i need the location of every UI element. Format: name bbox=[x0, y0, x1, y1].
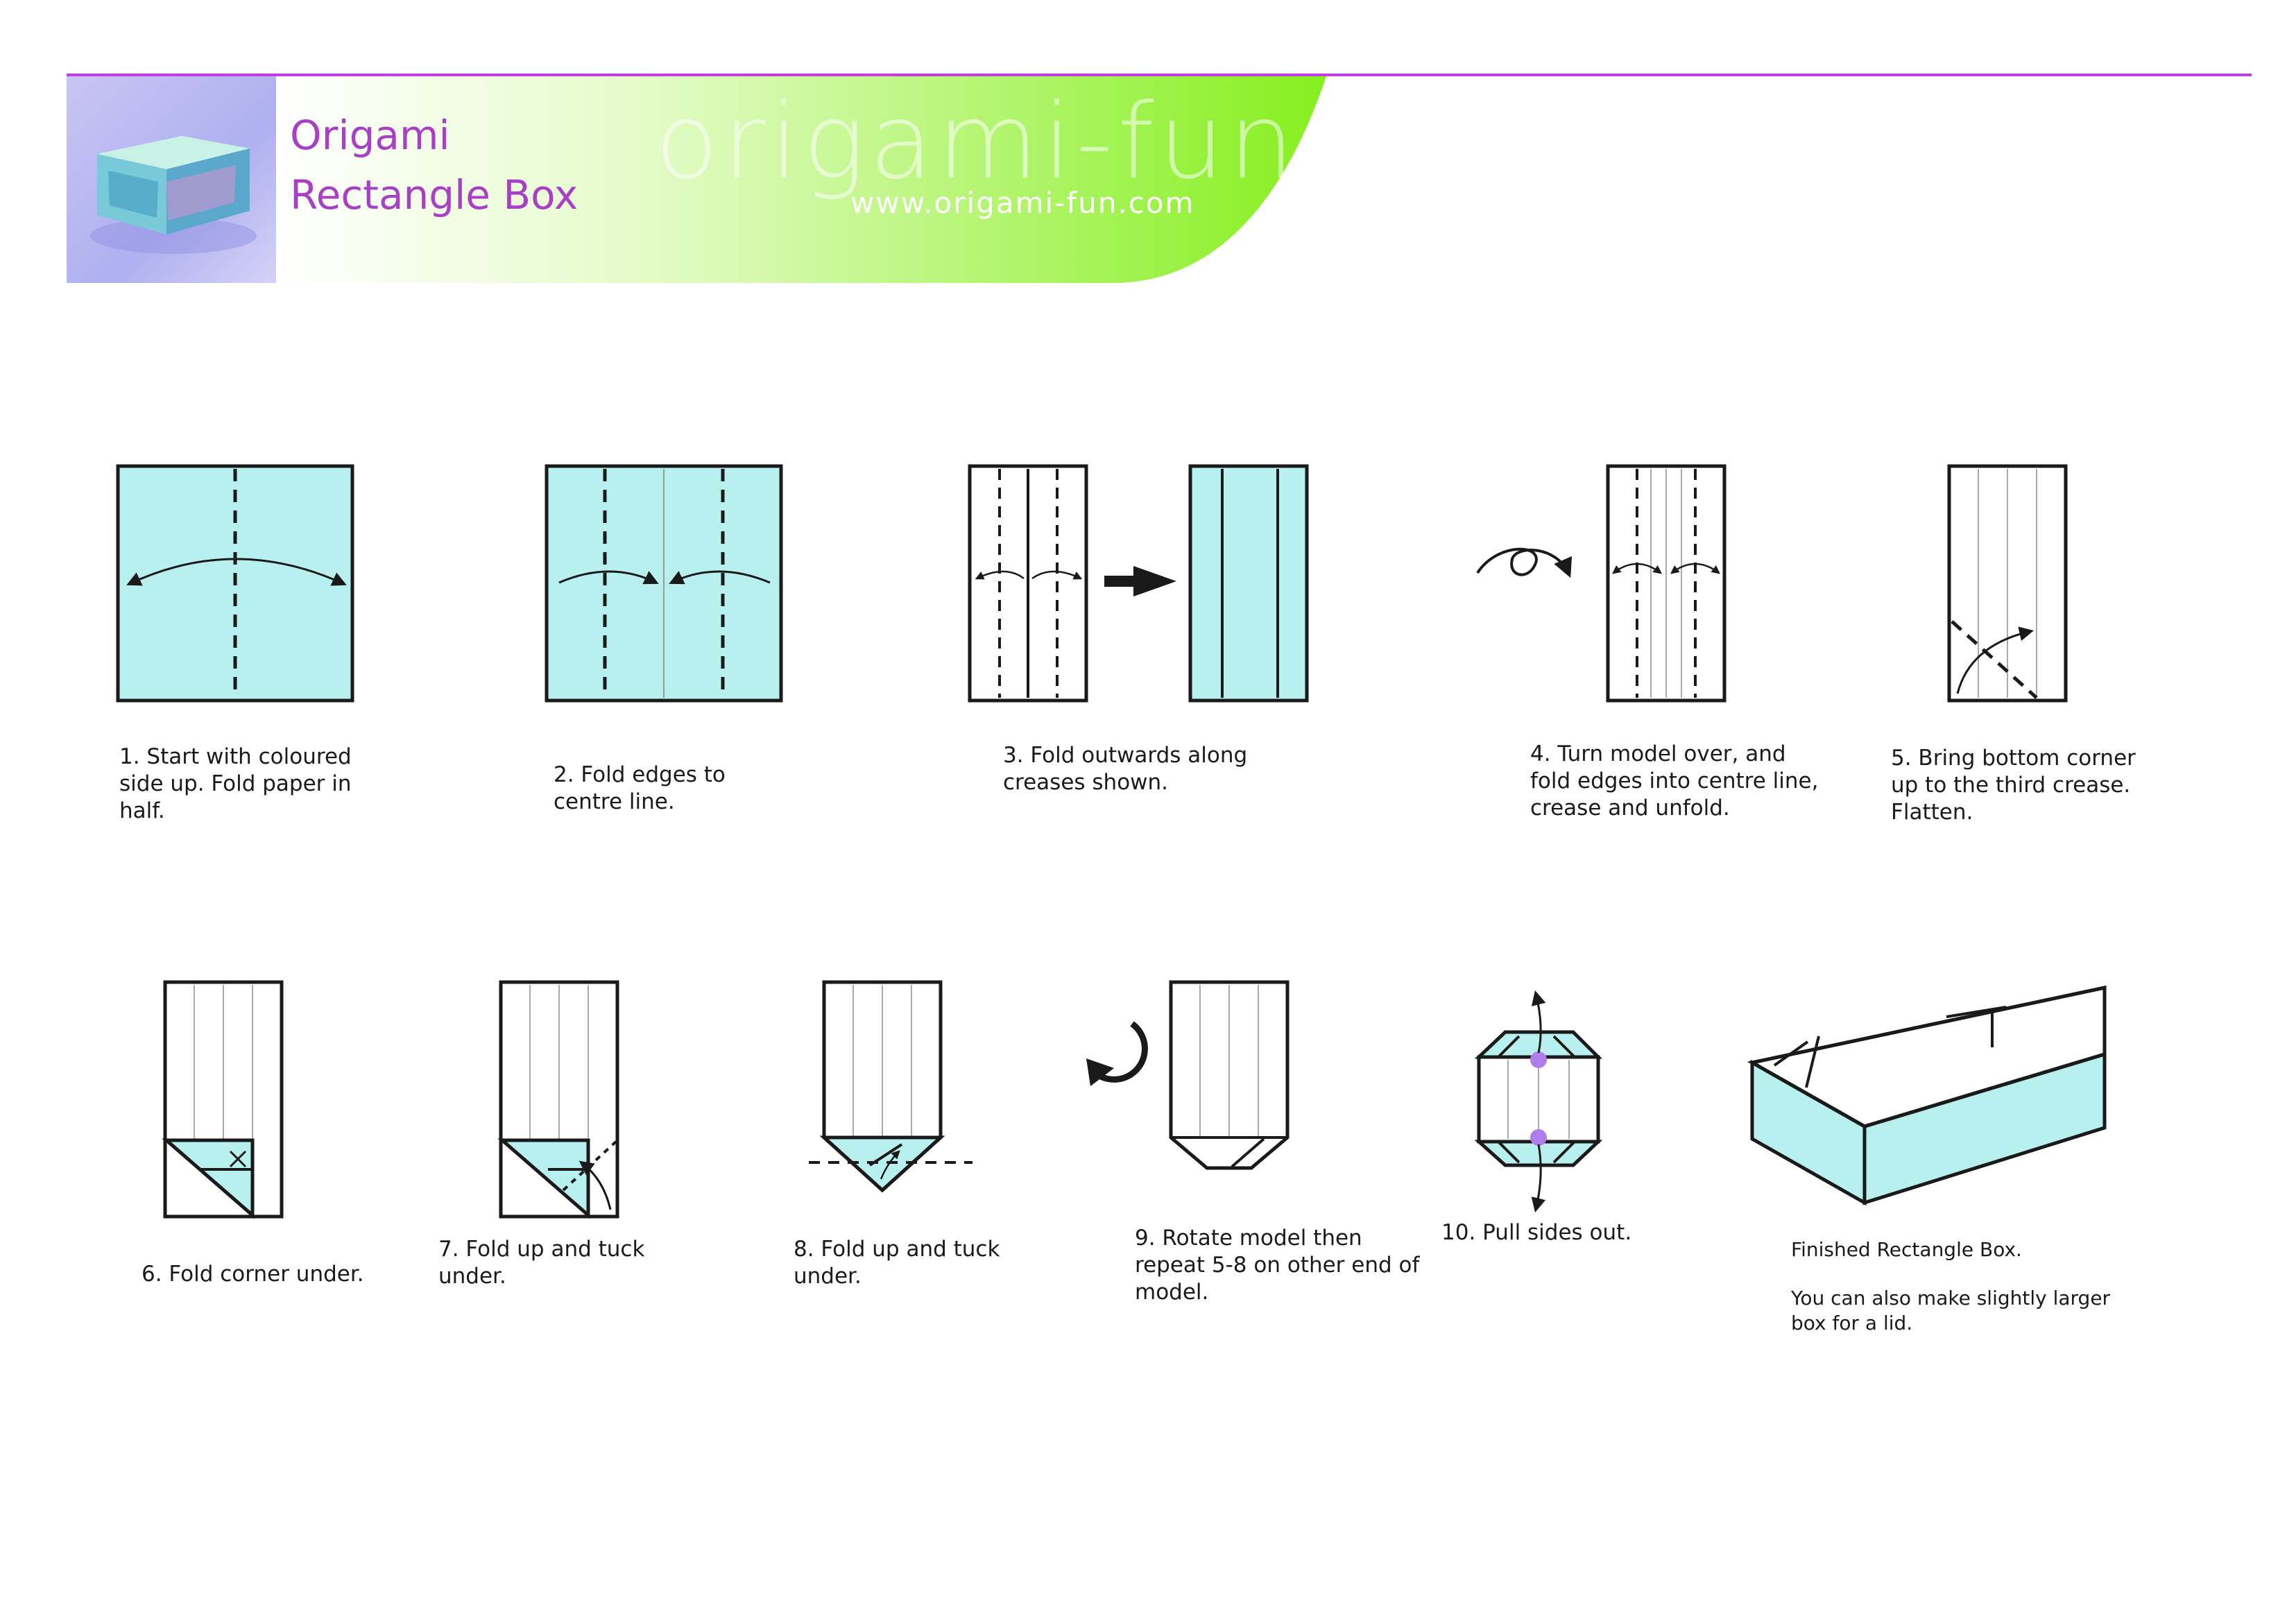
step-8-diagram bbox=[809, 982, 973, 1190]
finished-caption: Finished Rectangle Box. bbox=[1791, 1237, 2022, 1262]
step-10-caption: 10. Pull sides out. bbox=[1441, 1219, 1631, 1246]
step-9-caption: 9. Rotate model then repeat 5-8 on other… bbox=[1135, 1225, 1419, 1306]
pull-point-top bbox=[1530, 1051, 1547, 1068]
finished-note: You can also make slightly larger box fo… bbox=[1791, 1286, 2110, 1336]
step-6-diagram bbox=[165, 982, 282, 1217]
turn-over-icon bbox=[1477, 549, 1569, 575]
step-4-diagram bbox=[1477, 466, 1724, 701]
step-7-diagram bbox=[501, 982, 617, 1217]
step-3-caption: 3. Fold outwards along creases shown. bbox=[1003, 742, 1247, 796]
step-5-caption: 5. Bring bottom corner up to the third c… bbox=[1891, 745, 2136, 826]
step-2-diagram bbox=[547, 466, 781, 701]
page-title-line-2: Rectangle Box bbox=[290, 171, 578, 219]
step-3-diagram bbox=[970, 466, 1307, 701]
step-1-diagram bbox=[118, 466, 352, 701]
step-10-diagram bbox=[1479, 993, 1598, 1210]
step-7-caption: 7. Fold up and tuck under. bbox=[438, 1236, 644, 1290]
next-arrow-icon bbox=[1104, 566, 1176, 596]
step-1-caption: 1. Start with coloured side up. Fold pap… bbox=[119, 744, 352, 825]
finished-box-diagram bbox=[1752, 988, 2105, 1203]
brand-logo: origami-fun bbox=[655, 90, 1299, 194]
step-5-diagram bbox=[1949, 466, 2066, 701]
step-4-caption: 4. Turn model over, and fold edges into … bbox=[1530, 741, 1818, 822]
step-8-caption: 8. Fold up and tuck under. bbox=[794, 1236, 1000, 1290]
page-title-line-1: Origami bbox=[290, 111, 450, 160]
pull-point-bottom bbox=[1530, 1129, 1547, 1146]
box-photo bbox=[67, 76, 276, 283]
step-2-caption: 2. Fold edges to centre line. bbox=[554, 762, 726, 816]
site-url: www.origami-fun.com bbox=[850, 186, 1194, 221]
step-6-caption: 6. Fold corner under. bbox=[142, 1261, 364, 1288]
step-9-diagram bbox=[1086, 982, 1287, 1168]
